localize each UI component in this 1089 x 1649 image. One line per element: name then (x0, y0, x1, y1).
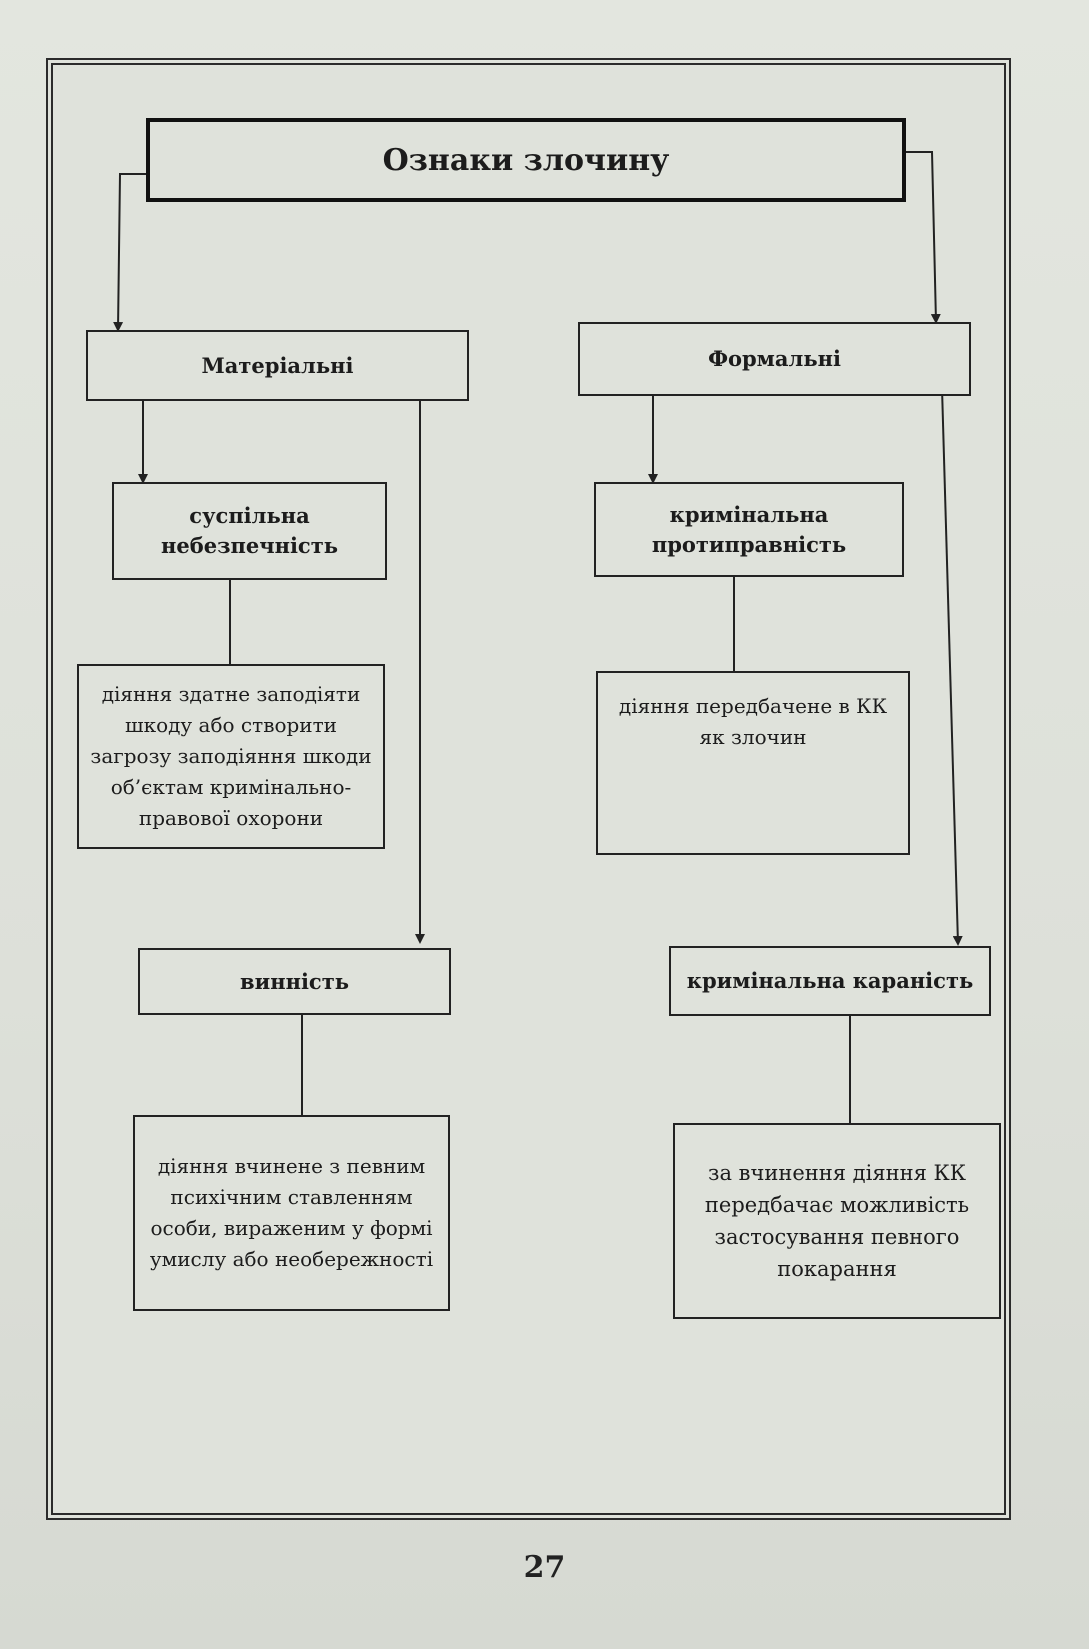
sign-punishability-description: за вчинення діяння КК передбачає можливі… (673, 1123, 1001, 1319)
diagram-title: Ознаки злочину (146, 118, 906, 202)
page-number: 27 (523, 1550, 566, 1585)
arrow-title-to-formal (906, 151, 941, 324)
arrow-formal-to-punishability (941, 387, 963, 946)
group-material: Матеріальні (86, 330, 469, 401)
sign-guilt-description: діяння вчинене з певним психічним ставле… (133, 1115, 450, 1311)
sign-punishability: кримінальна караність (669, 946, 991, 1016)
sign-illegality-description: діяння передбачене в КК як злочин (596, 671, 910, 855)
sign-social-danger-description: діяння здатне заподіяти шкоду або створи… (77, 664, 385, 849)
group-formal: Формальні (578, 322, 971, 396)
sign-guilt: винність (138, 948, 451, 1015)
sign-illegality: кримінальна протиправність (594, 482, 904, 577)
sign-social-danger: суспільна небезпечність (112, 482, 387, 580)
arrow-title-to-material (113, 173, 146, 332)
